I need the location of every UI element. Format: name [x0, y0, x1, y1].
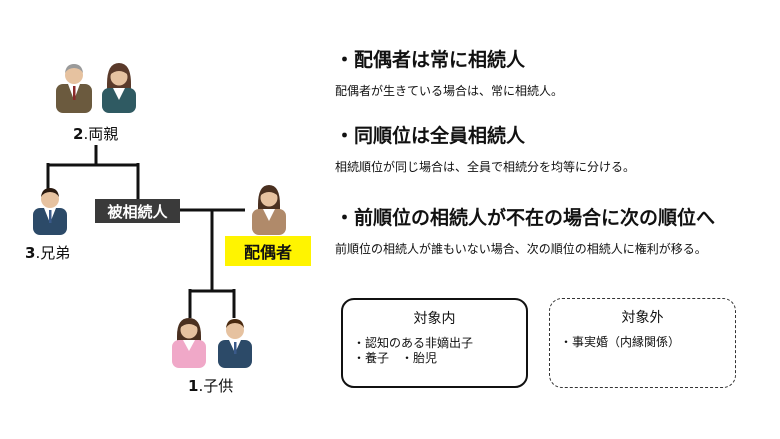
rule-spouse: ・配偶者は常に相続人 配偶者が生きている場合は、常に相続人。 — [335, 45, 563, 99]
excluded-title: 対象外 — [621, 310, 664, 326]
excluded-box: 対象外 ・事実婚（内縁関係） — [549, 298, 736, 388]
father-icon — [56, 64, 92, 113]
siblings-label: 3.兄弟 — [25, 244, 71, 262]
list-item: ・養子 ・胎児 — [353, 351, 438, 365]
child-boy-icon — [218, 319, 252, 368]
rule-same-rank: ・同順位は全員相続人 相続順位が同じ場合は、全員で相続分を均等に分ける。 — [335, 121, 635, 175]
rule-heading: ・同順位は全員相続人 — [335, 125, 526, 147]
deceased-label: 被相続人 — [95, 199, 180, 223]
child-girl-icon — [172, 318, 206, 368]
spouse-label: 配偶者 — [225, 236, 311, 266]
sibling-icon — [33, 188, 67, 235]
excluded-list: ・事実婚（内縁関係） — [560, 335, 735, 350]
rule-heading: ・配偶者は常に相続人 — [335, 49, 526, 71]
parents-label: 2.両親 — [73, 125, 119, 143]
rule-next-rank: ・前順位の相続人が不在の場合に次の順位へ 前順位の相続人が誰もいない場合、次の順… — [335, 203, 715, 257]
included-list: ・認知のある非嫡出子 ・養子 ・胎児 — [353, 336, 526, 366]
rule-heading: ・前順位の相続人が不在の場合に次の順位へ — [335, 207, 716, 229]
rule-description: 前順位の相続人が誰もいない場合、次の順位の相続人に権利が移る。 — [335, 242, 707, 256]
children-label: 1.子供 — [188, 377, 234, 395]
rule-description: 配偶者が生きている場合は、常に相続人。 — [335, 84, 564, 98]
tree-connectors — [46, 145, 245, 318]
included-title: 対象内 — [413, 311, 456, 327]
list-item: ・認知のある非嫡出子 — [353, 336, 474, 350]
spouse-icon — [252, 185, 286, 235]
mother-icon — [102, 63, 136, 113]
included-box: 対象内 ・認知のある非嫡出子 ・養子 ・胎児 — [341, 298, 528, 388]
list-item: ・事実婚（内縁関係） — [560, 335, 681, 349]
rule-description: 相続順位が同じ場合は、全員で相続分を均等に分ける。 — [335, 160, 636, 174]
